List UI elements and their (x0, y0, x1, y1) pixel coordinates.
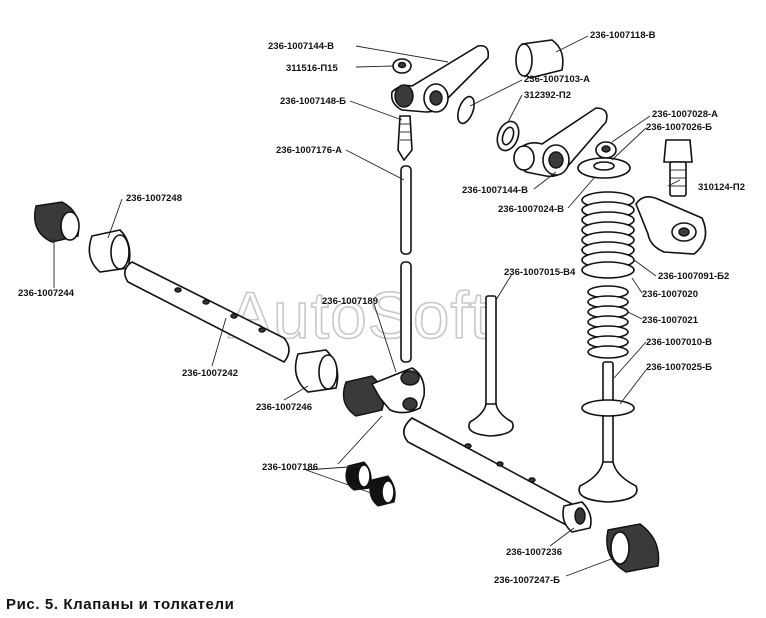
label-236-1007103-a: 236-1007103-А (524, 74, 590, 85)
spring-washer-top (577, 157, 631, 179)
intake-valve (468, 295, 514, 437)
label-236-1007189: 236-1007189 (322, 296, 378, 307)
label-236-1007015-v4: 236-1007015-В4 (504, 267, 576, 278)
bolt-310124 (663, 139, 693, 197)
cap-247 (606, 523, 660, 573)
label-236-1007025-b: 236-1007025-Б (646, 362, 712, 373)
cap-244 (34, 201, 80, 243)
washer-312392 (496, 120, 520, 152)
tappet-189 (342, 367, 426, 417)
label-236-1007148-b: 236-1007148-Б (280, 96, 346, 107)
adjusting-nut (392, 58, 412, 74)
rocker-bushing-upper (515, 39, 564, 79)
outer-valve-spring (581, 191, 635, 279)
bushing-246 (294, 349, 339, 393)
label-236-1007236: 236-1007236 (506, 547, 562, 558)
adjusting-screw (397, 115, 413, 162)
label-236-1007247-b: 236-1007247-Б (494, 575, 560, 586)
label-311516-p15: 311516-П15 (286, 63, 338, 74)
label-236-1007091-b2: 236-1007091-Б2 (658, 271, 729, 282)
inner-valve-spring (587, 285, 629, 359)
lock-ring-upper (457, 95, 475, 125)
label-236-1007024-v: 236-1007024-В (498, 204, 564, 215)
label-236-1007144-v-right: 236-1007144-В (462, 185, 528, 196)
bushing-248 (88, 229, 131, 273)
camshaft-242 (124, 261, 290, 364)
label-236-1007020: 236-1007020 (642, 289, 698, 300)
label-236-1007176-a: 236-1007176-А (276, 145, 342, 156)
label-236-1007246: 236-1007246 (256, 402, 312, 413)
exhaust-valve (578, 361, 638, 503)
rocker-nut-right (595, 141, 617, 159)
label-236-1007026-b: 236-1007026-Б (646, 122, 712, 133)
figure-caption: Рис. 5. Клапаны и толкатели (6, 596, 235, 613)
label-236-1007186: 236-1007186 (262, 462, 318, 473)
rollers-186 (345, 461, 396, 507)
label-310124-p2: 310124-П2 (698, 182, 745, 193)
label-236-1007021: 236-1007021 (642, 315, 699, 326)
label-236-1007244: 236-1007244 (18, 288, 75, 299)
label-236-1007118-v: 236-1007118-В (590, 30, 656, 41)
label-236-1007028-a: 236-1007028-А (652, 109, 718, 120)
rocker-arm-upper (390, 44, 490, 113)
shaft-236 (403, 417, 592, 533)
rocker-stand (635, 196, 707, 255)
label-312392-p2: 312392-П2 (524, 90, 571, 101)
leader-lines (53, 35, 681, 577)
label-236-1007144-v-top: 236-1007144-В (268, 41, 334, 52)
part-labels: 236-1007144-В 311516-П15 236-1007148-Б 2… (18, 30, 745, 586)
rocker-arm-lower (513, 107, 608, 178)
push-rod (400, 165, 412, 363)
label-236-1007248: 236-1007248 (126, 193, 182, 204)
label-236-1007242: 236-1007242 (182, 368, 238, 379)
label-236-1007010-v: 236-1007010-В (646, 337, 712, 348)
